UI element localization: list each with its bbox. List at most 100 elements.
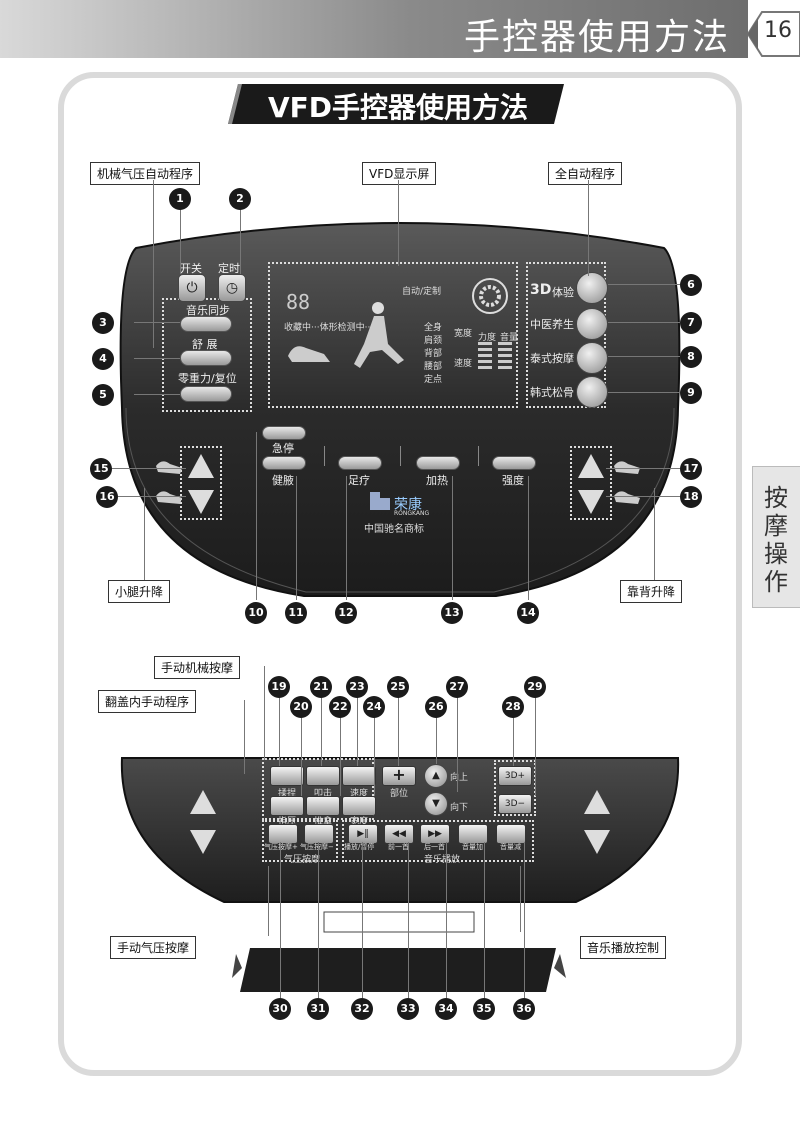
speed-button[interactable] bbox=[342, 766, 376, 786]
foot-label: 足疗 bbox=[348, 474, 370, 487]
leader-line bbox=[452, 476, 453, 600]
strength-button[interactable] bbox=[492, 456, 536, 470]
stretch-label: 舒 展 bbox=[192, 338, 218, 351]
leader-line bbox=[340, 716, 341, 796]
leader-line bbox=[457, 696, 458, 792]
label-flip-manual: 翻盖内手动程序 bbox=[98, 690, 197, 713]
waist-button[interactable] bbox=[262, 456, 306, 470]
callout-number: 17 bbox=[680, 458, 702, 480]
mech-manual-group bbox=[262, 758, 374, 820]
leader-line bbox=[436, 716, 437, 764]
program-3d-logo: 3D bbox=[530, 282, 552, 298]
clock-icon: ◷ bbox=[225, 280, 239, 296]
callout-number: 18 bbox=[680, 486, 702, 508]
divider bbox=[400, 446, 401, 466]
volume-down-button[interactable] bbox=[496, 824, 526, 844]
down-arrow-icon: ▼ bbox=[432, 798, 440, 809]
label-music-control: 音乐播放控制 bbox=[580, 936, 667, 959]
leader-line bbox=[606, 468, 680, 469]
leader-line bbox=[112, 468, 186, 469]
callout-number: 31 bbox=[307, 998, 329, 1020]
emergency-stop-button[interactable] bbox=[262, 426, 306, 440]
leader-line bbox=[535, 696, 536, 796]
page-number: 16 bbox=[764, 18, 792, 43]
leader-line bbox=[321, 696, 322, 766]
leader-line bbox=[296, 476, 297, 600]
leader-line bbox=[588, 180, 589, 276]
prev-icon: ◀◀ bbox=[392, 829, 406, 839]
callout-number: 34 bbox=[435, 998, 457, 1020]
leader-line bbox=[398, 696, 399, 766]
calf-up-icon[interactable] bbox=[188, 454, 214, 478]
fan-icon bbox=[472, 278, 508, 314]
tcm-button[interactable] bbox=[576, 308, 608, 340]
callout-number: 26 bbox=[425, 696, 447, 718]
program-3d-button[interactable] bbox=[576, 272, 608, 304]
leader-line bbox=[346, 476, 347, 600]
leader-line bbox=[268, 866, 269, 936]
zero-gravity-button[interactable] bbox=[180, 386, 232, 402]
power-label: 开关 bbox=[180, 262, 202, 275]
position-up-button[interactable]: ▲ bbox=[424, 764, 448, 788]
calf-down-icon[interactable] bbox=[190, 830, 216, 854]
callout-number: 32 bbox=[351, 998, 373, 1020]
leader-line bbox=[606, 496, 680, 497]
3d-plus-label: 3D+ bbox=[504, 771, 526, 781]
vol-down-label: 音量减 bbox=[500, 843, 521, 851]
calf-down-icon[interactable] bbox=[188, 490, 214, 514]
calf-up-icon[interactable] bbox=[190, 790, 216, 814]
next-button[interactable]: ▶▶ bbox=[420, 824, 450, 844]
tcm-label: 中医养生 bbox=[530, 318, 574, 331]
callout-number: 14 bbox=[517, 602, 539, 624]
callout-number: 35 bbox=[473, 998, 495, 1020]
vfd-display-frame bbox=[268, 262, 518, 408]
korean-button[interactable] bbox=[576, 376, 608, 408]
back-down-icon[interactable] bbox=[584, 830, 610, 854]
play-pause-button[interactable]: ▶‖ bbox=[348, 824, 378, 844]
air-plus-button[interactable] bbox=[268, 824, 298, 844]
foot-button[interactable] bbox=[338, 456, 382, 470]
music-sync-button[interactable] bbox=[180, 316, 232, 332]
up-label: 向上 bbox=[450, 773, 469, 783]
leader-line bbox=[374, 716, 375, 796]
air-minus-label: 气压按摩− bbox=[300, 843, 334, 851]
heat-button[interactable] bbox=[416, 456, 460, 470]
tap-button[interactable] bbox=[306, 766, 340, 786]
roll-button[interactable] bbox=[270, 796, 304, 816]
power-button[interactable]: ⏻ bbox=[178, 274, 206, 302]
knead-button[interactable] bbox=[270, 766, 304, 786]
brand-name: 荣康 bbox=[394, 497, 422, 513]
back-up-icon[interactable] bbox=[578, 454, 604, 478]
stretch-button[interactable] bbox=[180, 350, 232, 366]
recline-figure-icon bbox=[288, 346, 330, 362]
3d-minus-button[interactable]: 3D− bbox=[498, 794, 532, 814]
position-down-button[interactable]: ▼ bbox=[424, 792, 448, 816]
leader-line bbox=[279, 696, 280, 766]
thai-button[interactable] bbox=[576, 342, 608, 374]
leader-line bbox=[528, 476, 529, 600]
timer-button[interactable]: ◷ bbox=[218, 274, 246, 302]
air-minus-button[interactable] bbox=[304, 824, 334, 844]
callout-number: 7 bbox=[680, 312, 702, 334]
vfd-area: 背部 bbox=[424, 349, 443, 359]
leader-line bbox=[153, 180, 154, 348]
leader-line bbox=[240, 208, 241, 274]
back-arrows-2 bbox=[584, 790, 610, 854]
callout-number: 13 bbox=[441, 602, 463, 624]
width-button[interactable] bbox=[342, 796, 376, 816]
back-up-icon[interactable] bbox=[584, 790, 610, 814]
vfd-speed: 速度 bbox=[454, 359, 473, 369]
vfd-area: 定点 bbox=[424, 375, 443, 385]
shiatsu-button[interactable] bbox=[306, 796, 340, 816]
volume-up-button[interactable] bbox=[458, 824, 488, 844]
callout-number: 3 bbox=[92, 312, 114, 334]
callout-number: 9 bbox=[680, 382, 702, 404]
prev-button[interactable]: ◀◀ bbox=[384, 824, 414, 844]
prev-label: 前一首 bbox=[388, 843, 409, 851]
back-down-icon[interactable] bbox=[578, 490, 604, 514]
timer-label: 定时 bbox=[218, 262, 240, 275]
position-plus-button[interactable]: + bbox=[382, 766, 416, 786]
shiatsu-label: 推拿 bbox=[314, 817, 333, 827]
leader-line bbox=[280, 842, 281, 998]
3d-plus-button[interactable]: 3D+ bbox=[498, 766, 532, 786]
